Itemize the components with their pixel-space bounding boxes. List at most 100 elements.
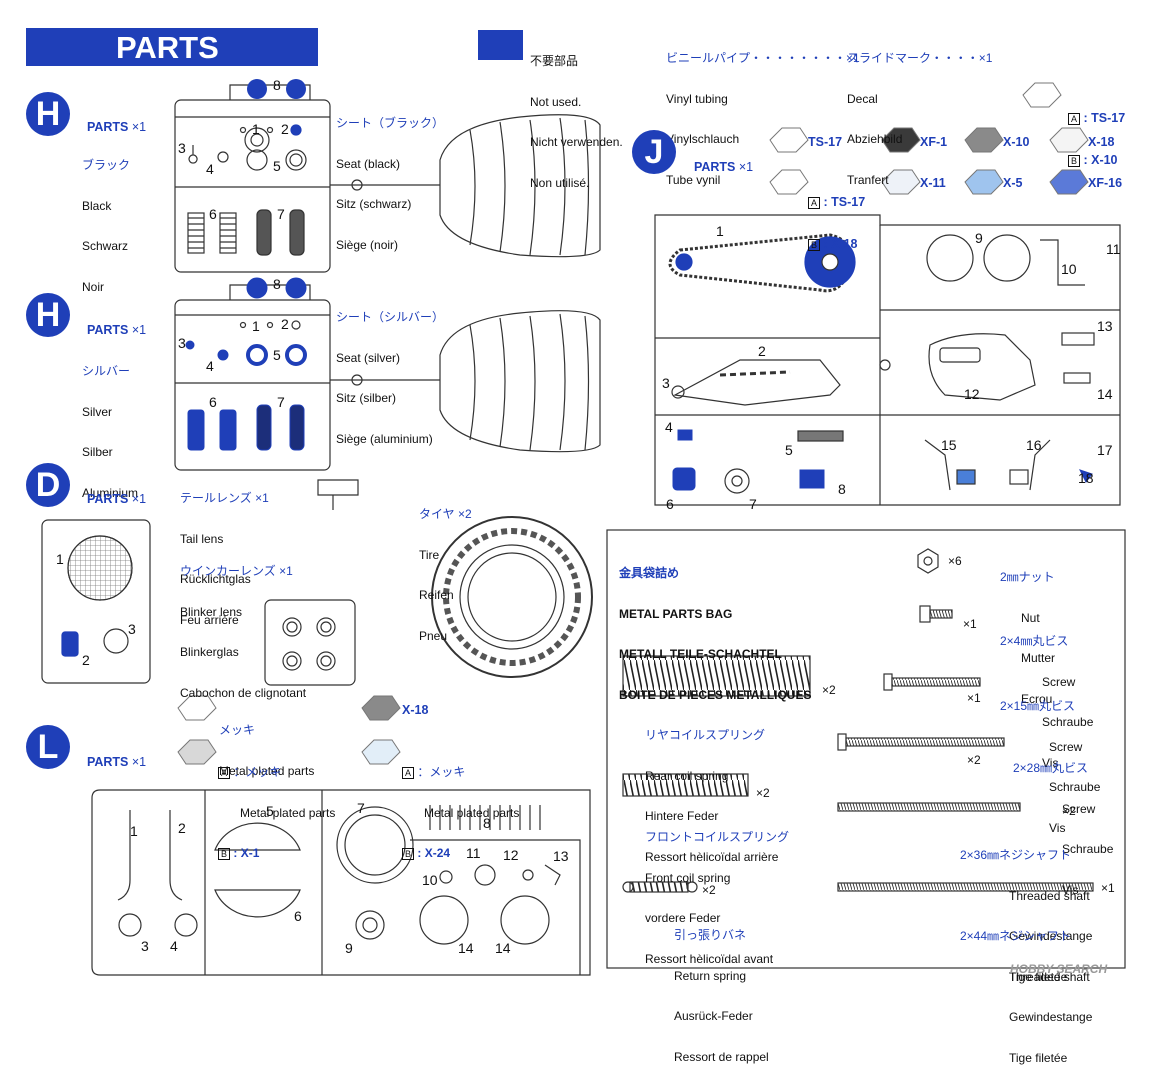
screw15-label: 2×15㎜丸ビス Screw Schraube Vis xyxy=(1000,673,1100,849)
part-number: 3 xyxy=(128,621,136,637)
part-number: 4 xyxy=(170,938,178,954)
screw15-en: Screw xyxy=(1049,739,1083,754)
part-number: 8 xyxy=(838,481,846,497)
part-number: 2 xyxy=(281,316,289,332)
part-number: 2 xyxy=(178,820,186,836)
vinyl-en: Vinyl tubing xyxy=(666,91,728,106)
part-number: 1 xyxy=(130,823,138,839)
l-combo2-b: X-24 xyxy=(424,846,451,860)
seat-en: Seat (black) xyxy=(336,156,401,171)
part-number: 13 xyxy=(1097,318,1113,334)
shaft44-jp: 2×44㎜ネジシャフト xyxy=(960,929,1072,943)
j-combo1-b: X-18 xyxy=(831,237,858,251)
front-spring-qty: ×2 xyxy=(756,786,770,800)
tail-de: Rücklichtglas xyxy=(180,572,251,586)
seat-de: Sitz (schwarz) xyxy=(336,197,412,211)
l-combo1-label: A ：メッキ Metal plated parts B : X-1 xyxy=(218,739,335,874)
box-letter-b: B xyxy=(808,239,820,251)
part-number: 1 xyxy=(252,121,260,137)
sprue-d-badge: D xyxy=(26,463,70,507)
blinker-en: Blinker lens xyxy=(180,604,243,619)
nut-qty: ×6 xyxy=(948,554,962,568)
part-number: 18 xyxy=(1078,470,1094,486)
rear-spring-jp: リヤコイルスプリング xyxy=(645,728,766,742)
paint-code: X-18 xyxy=(402,703,429,717)
part-number: 7 xyxy=(277,206,285,222)
metal-en: Metal plated parts xyxy=(219,763,315,778)
j-combo2-a: TS-17 xyxy=(1091,111,1126,125)
part-number: 11 xyxy=(466,845,481,861)
unused-legend-swatch xyxy=(478,30,523,60)
return-spring-en: Return spring xyxy=(674,968,747,983)
j-combo1-label: A : TS-17 B : X-18 xyxy=(808,167,865,265)
screw28-en: Screw xyxy=(1062,801,1096,816)
sprue-d-drawing xyxy=(41,479,593,686)
parts-word: PARTS xyxy=(86,120,129,134)
j-combo1-a: TS-17 xyxy=(831,195,866,209)
box-letter-a: A xyxy=(402,767,414,779)
nut-en: Nut xyxy=(1021,610,1040,625)
rear-spring-en: Rear coil spring xyxy=(645,768,729,783)
tail-en: Tail lens xyxy=(180,531,224,546)
part-number: 6 xyxy=(209,394,217,410)
nut-de: Mutter xyxy=(1021,651,1056,665)
metal-bag-jp: 金具袋詰め xyxy=(619,566,680,580)
unused-legend-text: 不要部品 Not used. Nicht verwenden. Non util… xyxy=(530,28,623,204)
part-number: 16 xyxy=(1026,437,1042,453)
color-de: Schwarz xyxy=(82,239,129,253)
tail-jp: テールレンズ ×1 xyxy=(180,491,269,505)
metal-jp: メッキ xyxy=(219,723,256,737)
front-spring-de: vordere Feder xyxy=(645,911,721,925)
part-number: 2 xyxy=(758,343,766,359)
part-number: 4 xyxy=(665,419,673,435)
front-spring-fr: Ressort hèlicoïdal avant xyxy=(645,951,774,966)
blinker-fr: Cabochon de clignotant xyxy=(180,685,307,700)
part-number: 5 xyxy=(273,158,281,174)
seat-en: Seat (silver) xyxy=(336,350,401,365)
parts-qty: ×1 xyxy=(131,120,147,134)
seat-de: Sitz (silber) xyxy=(336,391,397,405)
parts-qty: ×1 xyxy=(131,323,147,337)
return-spring-label: 引っ張りバネ Return spring Ausrück-Feder Resso… xyxy=(674,902,769,1078)
screw15-jp: 2×15㎜丸ビス xyxy=(1000,699,1076,713)
j-combo2-label: A : TS-17 B : X-10 xyxy=(1068,83,1125,181)
paint-swatches xyxy=(177,82,1089,765)
part-number: 2 xyxy=(82,652,90,668)
vinyl-fr: Tube vynil xyxy=(666,172,721,187)
part-number: 8 xyxy=(483,815,491,831)
part-number: 5 xyxy=(273,347,281,363)
metal-bag-en: METAL PARTS BAG xyxy=(619,606,733,621)
blinker-jp: ウインカーレンズ ×1 xyxy=(180,564,293,578)
color-fr: Noir xyxy=(82,279,105,294)
metal-plated-label: メッキ Metal plated parts xyxy=(219,697,314,792)
decal-jp: スライドマーク・・・・×1 xyxy=(847,51,993,65)
paint-code: X-11 xyxy=(920,176,946,190)
sprue-h-black-color: ブラック Black Schwarz Noir xyxy=(82,132,130,308)
part-number: 14 xyxy=(1097,386,1113,402)
metal-bag-drawing xyxy=(606,529,1126,969)
parts-word: PARTS xyxy=(86,755,129,769)
paint-code: X-10 xyxy=(1003,135,1030,149)
sprue-h-silver-color: シルバー Silver Silber Aluminium xyxy=(82,338,138,514)
part-number: 9 xyxy=(975,230,983,246)
sprue-h-black-badge: H xyxy=(26,92,70,136)
parts-word: PARTS xyxy=(86,323,129,337)
tail-fr: Feu arrière xyxy=(180,612,239,627)
shaft36-qty: ×2 xyxy=(1062,804,1076,818)
part-number: 6 xyxy=(666,496,674,512)
part-number: 8 xyxy=(273,276,281,292)
paint-code: XF-16 xyxy=(1088,176,1123,190)
color-jp: ブラック xyxy=(82,158,131,172)
shaft36-en: Threaded shaft xyxy=(1009,888,1090,903)
shaft44-de: Gewindestange xyxy=(1009,1010,1093,1024)
shaft36-fr: Tige filetée xyxy=(1009,969,1068,984)
tire-label: タイヤ ×2 Tire Reifen Pneu xyxy=(419,481,472,657)
parts-qty: ×1 xyxy=(738,160,754,174)
shaft36-label: 2×36㎜ネジシャフト Threaded shaft Gewindestange… xyxy=(960,822,1092,998)
decal-en: Decal xyxy=(847,91,878,106)
sprue-h-silver-blue-parts xyxy=(185,277,307,451)
l-combo2-jp: ：メッキ xyxy=(417,765,466,779)
paint-code: TS-17 xyxy=(808,135,843,149)
part-number: 4 xyxy=(206,161,214,177)
part-number: 9 xyxy=(345,940,353,956)
